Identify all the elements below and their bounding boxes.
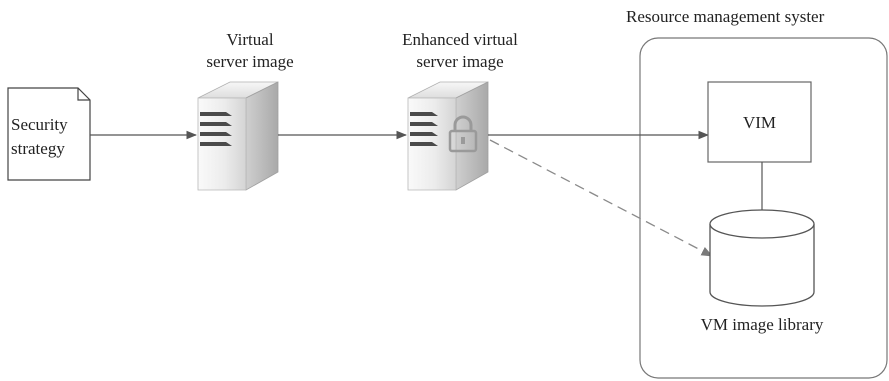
virtual-image-label-line2: server image <box>206 52 294 71</box>
enhanced-image-label-line1: Enhanced virtual <box>402 30 518 49</box>
security-strategy-label-line2: strategy <box>11 139 65 158</box>
resource-system-title: Resource management syster <box>626 7 825 26</box>
security-document-icon <box>7 87 91 181</box>
enhanced-image-label-line2: server image <box>416 52 504 71</box>
vm-library-label: VM image library <box>700 315 824 334</box>
enhanced-server-icon <box>407 81 489 191</box>
lock-icon <box>448 115 478 153</box>
virtual-server-icon <box>197 81 279 191</box>
vim-label: VIM <box>742 113 777 132</box>
library-cylinder-icon <box>709 209 815 307</box>
security-strategy-label-line1: Security <box>11 115 68 134</box>
resource-system-container <box>639 37 888 379</box>
virtual-image-label-line1: Virtual <box>226 30 274 49</box>
dashed-arrow-enhanced-to-library <box>489 139 714 257</box>
vim-box <box>707 81 812 163</box>
